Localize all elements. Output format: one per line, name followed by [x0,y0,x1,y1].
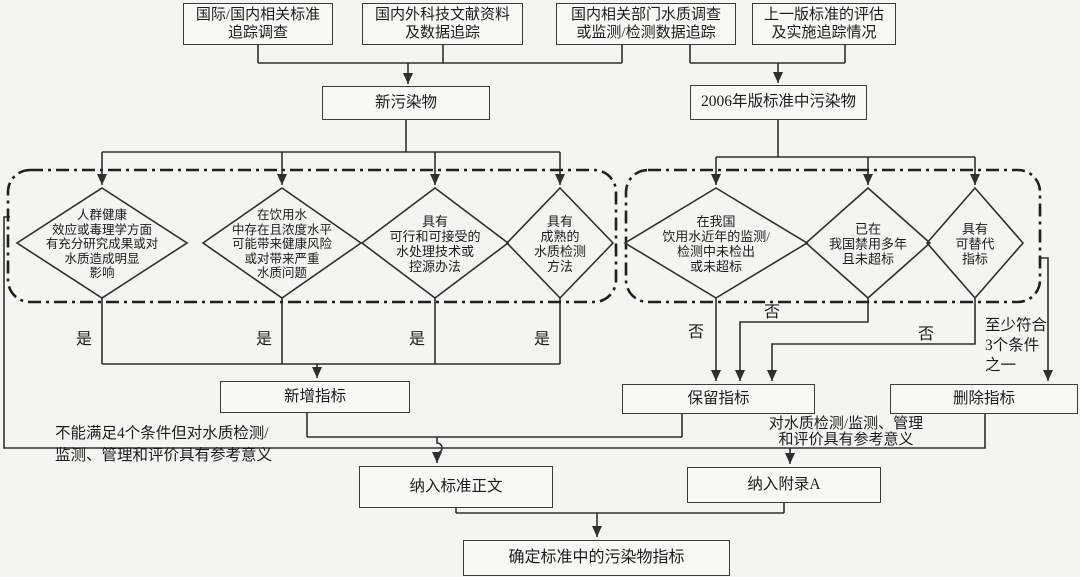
note-reference-value: 对水质检测/监测、管理 和评价具有参考意义 [768,416,924,448]
connector-left-bypass [3,216,986,449]
criterion-not-detected-label: 在我国 饮用水近年的监测/ 检测中未检出 或未超标 [662,213,770,275]
note-four-conditions: 不能满足4个条件但对水质检测/ 监测、管理和评价具有参考意义 [55,425,273,464]
yes-label-4: 是 [534,331,551,348]
flow-arrow-retain-no2 [735,298,869,381]
flow-arrow-main-text [432,437,443,463]
criterion-treatment-technology-label: 具有 可行和可接受的 水处理技术或 控源办法 [389,213,481,275]
at-least-three-label: 至少符合 3个条件 之一 [985,317,1048,374]
criterion-banned-years-diamond [804,186,932,300]
criterion-health-effects-diamond [15,187,189,299]
result-add-indicator: 新增指标 [220,381,410,413]
connector-sources-to-new [257,45,623,64]
node-standard-main-text: 纳入标准正文 [359,466,553,508]
yes-label-3: 是 [409,331,426,348]
yes-label-2: 是 [256,331,273,348]
criterion-concentration-risk-label: 在饮用水 中存在且浓度水平 可能带来健康风险 或对带来严重 水质问题 [231,207,332,280]
no-label-1: 否 [688,324,705,341]
connector-bottom-join [455,503,785,514]
source-box-literature-data: 国内外科技文献资料 及数据追踪 [362,3,523,45]
connector-new-split [102,120,560,153]
flow-arrow-delete-indicator [1040,257,1053,381]
node-final-indicators: 确定标准中的污染物指标 [463,540,730,576]
criterion-treatment-technology-diamond [360,186,510,300]
node-appendix-a: 纳入附录A [687,467,881,503]
criterion-health-effects-label: 人群健康 效应或毒理学方面 有充分研究成果或对 水质造成明显 影响 [45,207,159,280]
new-pollutant-criteria-border [6,168,618,304]
criterion-alternative-indicator-diamond [925,186,1025,300]
result-retain-indicator: 保留指标 [622,384,815,414]
criterion-not-detected-diamond [623,187,809,299]
connector-yes-collect [101,298,561,365]
no-label-3: 否 [918,326,935,343]
criterion-banned-years-label: 已在 我国禁用多年 且未超标 [828,221,907,267]
no-label-2: 否 [764,304,781,321]
source-box-previous-evaluation: 上一版标准的评估 及实施追踪情况 [752,3,896,45]
source-box-monitoring-data: 国内相关部门水质调查 或监测/检测数据追踪 [556,3,736,45]
connector-sources-to-2006 [689,45,846,64]
criterion-detection-method-diamond [505,186,615,300]
node-2006-pollutants: 2006年版标准中污染物 [690,85,867,120]
existing-pollutant-criteria-border [624,168,1042,304]
criterion-detection-method-label: 具有 成熟的 水质检测 方法 [533,213,586,275]
yes-label-1: 是 [76,331,93,348]
connector-add-retain-join [306,413,683,438]
source-box-standards-survey: 国际/国内相关标准 追踪调查 [183,3,333,45]
result-delete-indicator: 删除指标 [890,384,1078,414]
flow-arrow-retain-no3 [767,298,976,381]
node-new-pollutants: 新污染物 [322,86,490,120]
criterion-alternative-indicator-label: 具有 可替代 指标 [955,221,995,267]
criterion-concentration-risk-diamond [201,187,363,299]
connector-2006-split [716,120,975,158]
